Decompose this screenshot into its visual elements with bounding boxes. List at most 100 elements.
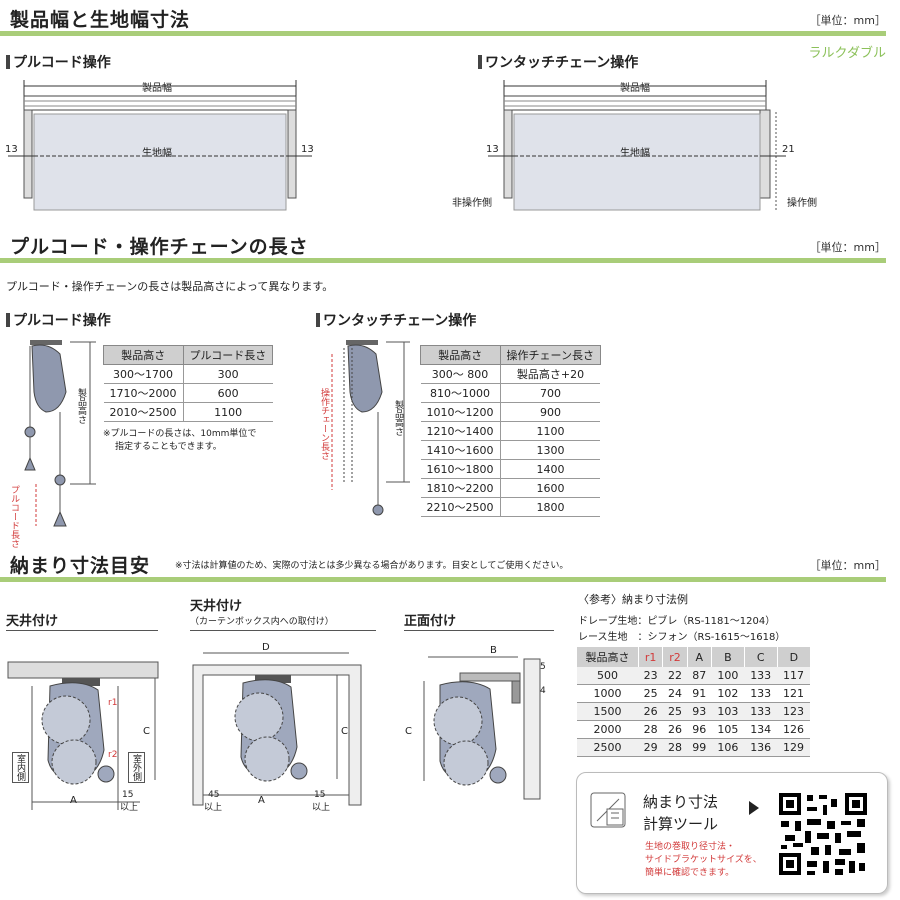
- col-header: r1: [638, 647, 663, 667]
- left-margin-dim: 13: [486, 144, 499, 155]
- col-header: D: [776, 647, 810, 667]
- divider: [190, 630, 376, 631]
- reference-drape: ドレープ生地：ピブレ（RS-1181～1204）: [578, 616, 776, 627]
- section-divider: [0, 258, 886, 263]
- r1-label: r1: [108, 698, 118, 708]
- ceiling-box-mount-diagram: [192, 652, 362, 806]
- dim-45-label: 45: [208, 790, 220, 800]
- calc-tool-card[interactable]: 納まり寸法 計算ツール 生地の巻取り径寸法・ サイドブラケットサイズを、 簡単に…: [576, 772, 888, 894]
- dim-15-label: 15: [122, 790, 134, 800]
- divider: [404, 630, 554, 631]
- col-header: 製品高さ: [420, 345, 501, 365]
- left-margin-dim: 13: [5, 144, 18, 155]
- col-header: C: [743, 647, 778, 667]
- brand-name: ラルクダブル: [808, 46, 886, 61]
- mount-ceiling-box-sub: （カーテンボックス内への取付け）: [190, 617, 334, 627]
- pullcord-heading: プルコード操作: [6, 310, 111, 330]
- pullcord-top-heading: プルコード操作: [6, 52, 111, 72]
- calculator-icon: [590, 792, 626, 828]
- col-header: r2: [662, 647, 688, 667]
- pullcord-side-diagram: [24, 340, 96, 527]
- section2-title: プルコード・操作チェーンの長さ: [10, 236, 309, 258]
- chain-top-heading: ワンタッチチェーン操作: [478, 52, 638, 72]
- ceiling-mount-diagram: [7, 661, 159, 810]
- dim-over-label: 以上: [120, 803, 139, 813]
- chain-width-diagram: [488, 80, 786, 211]
- dim-B-label: B: [490, 645, 497, 656]
- cord-length-label: プルコード長さ: [9, 485, 19, 548]
- pullcord-footnote: ※プルコードの長さは、10mm単位で: [103, 429, 257, 439]
- dim-C-label: C: [341, 726, 348, 737]
- product-width-label: 製品幅: [620, 83, 650, 94]
- dim-C-label: C: [405, 726, 412, 737]
- col-header: 操作チェーン長さ: [499, 345, 601, 365]
- non-operation-side-label: 非操作側: [452, 198, 492, 209]
- height-label: 製品高さ: [76, 388, 86, 424]
- r2-label: r2: [108, 750, 118, 760]
- pullcord-width-diagram: [8, 80, 312, 211]
- section1-title: 製品幅と生地幅寸法: [10, 9, 191, 31]
- mount-ceiling-box-heading: 天井付け: [190, 599, 243, 614]
- col-header: A: [686, 647, 712, 667]
- chain-length-label: 操作チェーン長さ: [319, 388, 329, 460]
- section3-note: ※寸法は計算値のため、実際の寸法とは多少異なる場合があります。目安としてご使用く…: [175, 561, 569, 571]
- dim-A-label: A: [258, 795, 265, 806]
- outdoor-label: 室外側: [128, 752, 145, 783]
- unit-label: ［単位：mm］: [809, 14, 886, 27]
- pullcord-footnote: 指定することもできます。: [115, 442, 222, 452]
- section-divider: [0, 31, 886, 36]
- section3-title: 納まり寸法目安: [10, 555, 151, 577]
- right-margin-dim: 13: [301, 144, 314, 155]
- fabric-width-label: 生地幅: [620, 148, 650, 159]
- dim-A-label: A: [70, 795, 77, 806]
- dim-over-label: 以上: [312, 803, 331, 813]
- tool-title-1: 納まり寸法: [643, 793, 719, 811]
- operation-side-label: 操作側: [787, 198, 817, 209]
- unit-label: ［単位：mm］: [809, 559, 886, 572]
- dim-D-label: D: [262, 642, 270, 653]
- unit-label: ［単位：mm］: [809, 241, 886, 254]
- tool-desc: サイドブラケットサイズを、: [645, 855, 762, 865]
- divider: [6, 630, 158, 631]
- right-margin-dim: 21: [782, 144, 795, 155]
- mount-front-heading: 正面付け: [404, 614, 457, 629]
- dim-over-label: 以上: [204, 803, 223, 813]
- section2-note: プルコード・操作チェーンの長さは製品高さによって異なります。: [6, 280, 334, 293]
- front-mount-diagram: [423, 656, 541, 800]
- indoor-label: 室内側: [12, 752, 29, 783]
- dim-C-label: C: [143, 726, 150, 737]
- chain-heading: ワンタッチチェーン操作: [316, 310, 476, 330]
- mount-ceiling-heading: 天井付け: [6, 614, 59, 629]
- tool-title-2: 計算ツール: [643, 815, 719, 833]
- dim-4-label: 4: [540, 686, 546, 696]
- tool-desc: 生地の巻取り径寸法・: [645, 842, 736, 852]
- dim-5-label: 5: [540, 662, 546, 672]
- col-header: B: [710, 647, 745, 667]
- arrow-right-icon: [749, 801, 759, 815]
- height-label: 製品高さ: [393, 400, 403, 436]
- qr-code-icon[interactable]: [777, 791, 869, 877]
- fabric-width-label: 生地幅: [142, 148, 172, 159]
- chain-side-diagram: [331, 340, 410, 516]
- reference-lace: レース生地 ：シフォン（RS-1615～1618）: [578, 632, 786, 643]
- tool-desc: 簡単に確認できます。: [645, 868, 735, 878]
